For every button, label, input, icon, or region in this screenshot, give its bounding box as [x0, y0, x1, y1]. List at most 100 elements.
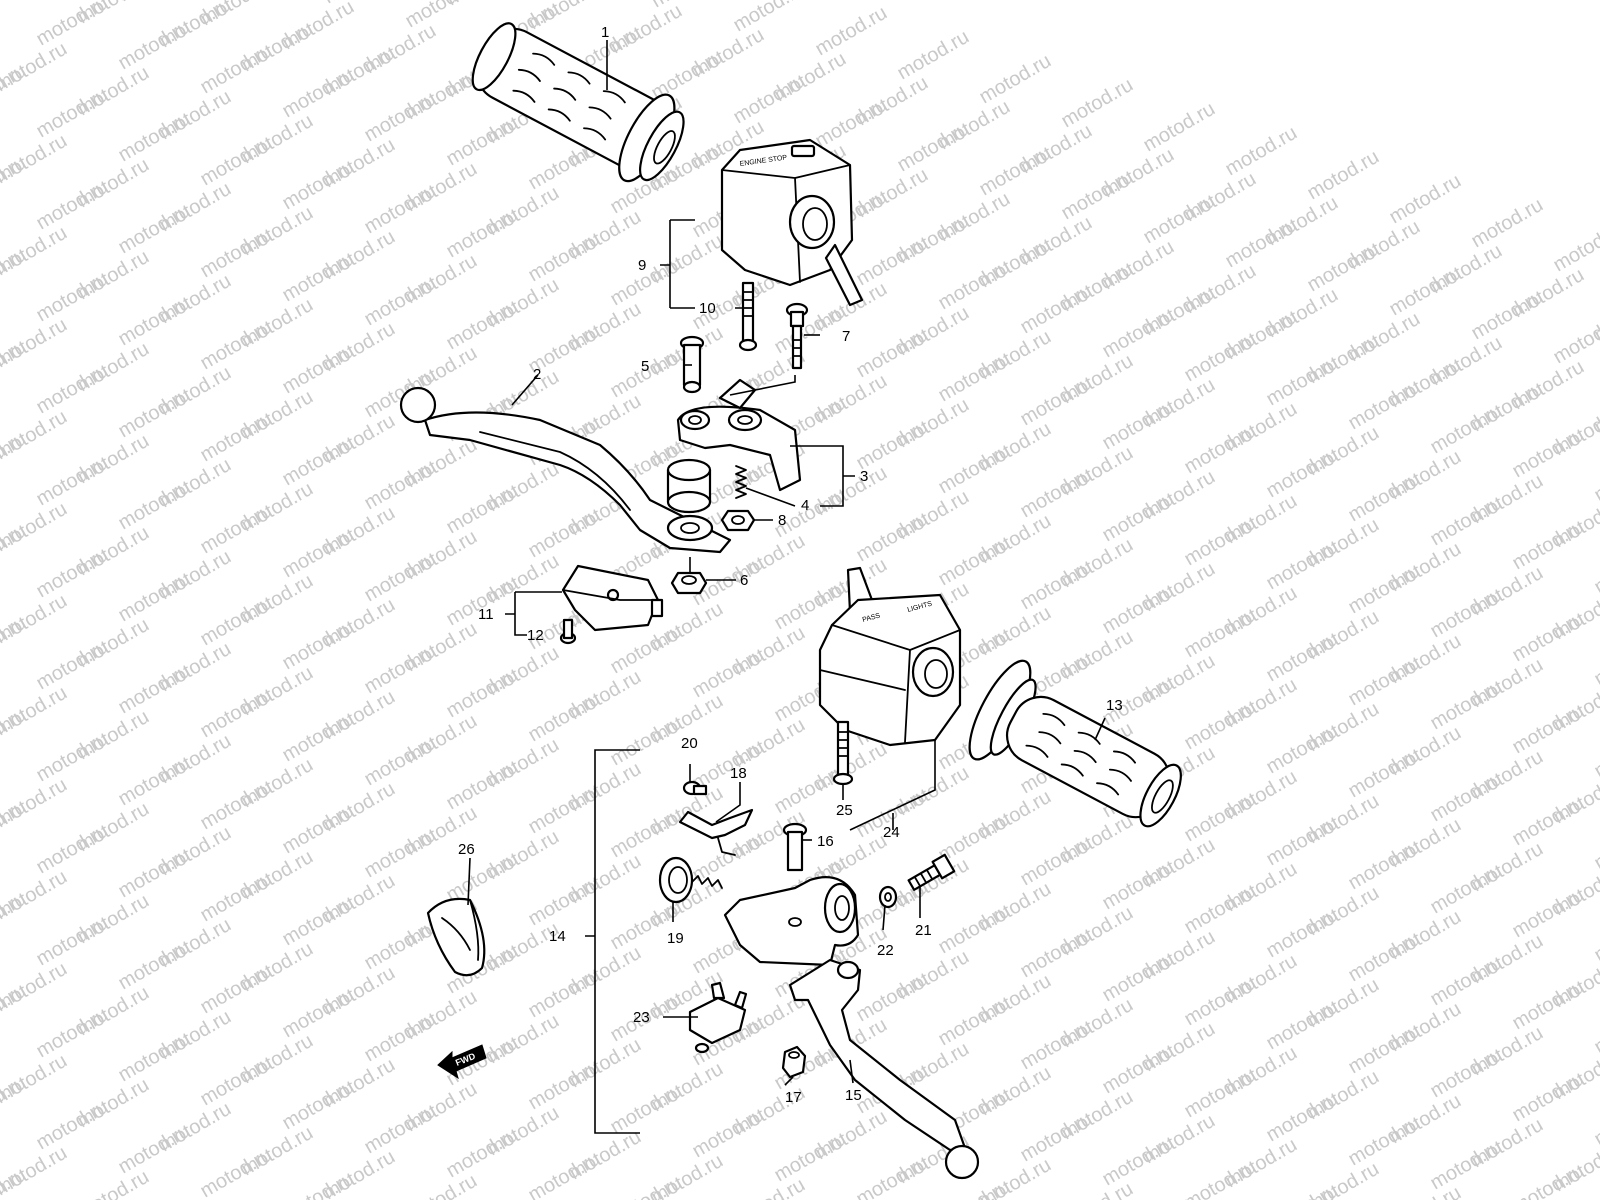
watermark-text: motod.ru: [1222, 214, 1301, 273]
watermark-text: motod.ru: [1509, 976, 1588, 1035]
watermark-text: motod.ru: [443, 204, 522, 263]
watermark-text: motod.ru: [115, 844, 194, 903]
watermark-text: motod.ru: [525, 964, 604, 1023]
part-7-screw: [785, 302, 809, 370]
watermark-text: motod.ru: [1345, 376, 1424, 435]
watermark-text: motod.ru: [935, 256, 1014, 315]
callout-22: 22: [877, 942, 894, 959]
watermark-text: motod.ru: [361, 272, 440, 331]
watermark-text: motod.ru: [361, 732, 440, 791]
watermark-text: motod.ru: [115, 384, 194, 443]
watermark-text: motod.ru: [1509, 792, 1588, 851]
watermark-text: motod.ru: [361, 548, 440, 607]
watermark-text: motod.ru: [1386, 1182, 1465, 1200]
callout-6: 6: [740, 572, 748, 589]
watermark-text: motod.ru: [853, 1152, 932, 1200]
callout-12: 12: [527, 627, 544, 644]
watermark-text: motod.ru: [1181, 972, 1260, 1031]
watermark-text: motod.ru: [0, 0, 71, 4]
watermark-text: motod.ru: [1017, 464, 1096, 523]
watermark-text: motod.ru: [1304, 238, 1383, 297]
watermark-text: motod.ru: [1591, 632, 1600, 691]
watermark-text: motod.ru: [1509, 700, 1588, 759]
watermark-text: motod.ru: [1181, 420, 1260, 479]
part-1-throttle-grip: [471, 22, 685, 183]
watermark-text: motod.ru: [1386, 262, 1465, 321]
part-15-brake-lever: [788, 958, 980, 1180]
watermark-text: motod.ru: [525, 780, 604, 839]
watermark-text: motod.ru: [1099, 1040, 1178, 1099]
watermark-text: motod.ru: [33, 544, 112, 603]
watermark-text: motod.ru: [443, 756, 522, 815]
watermark-text: motod.ru: [1181, 1064, 1260, 1123]
callout-15: 15: [845, 1087, 862, 1104]
watermark-text: motod.ru: [1181, 880, 1260, 939]
watermark-text: motod.ru: [1591, 540, 1600, 599]
pass-marking: PASS: [862, 612, 882, 624]
watermark-text: motod.ru: [443, 296, 522, 355]
watermark-text: motod.ru: [525, 872, 604, 931]
watermark-text: motod.ru: [33, 1004, 112, 1063]
watermark-text: motod.ru: [1181, 696, 1260, 755]
watermark-text: motod.ru: [1345, 836, 1424, 895]
watermark-text: motod.ru: [1427, 1136, 1506, 1195]
part-2-clutch-lever: [399, 386, 732, 554]
watermark-text: motod.ru: [279, 984, 358, 1043]
watermark-text: motod.ru: [361, 1100, 440, 1159]
callout-1: 1: [601, 24, 609, 41]
watermark-text: motod.ru: [197, 960, 276, 1019]
watermark-text: motod.ru: [935, 532, 1014, 591]
watermark-text: motod.ru: [1345, 468, 1424, 527]
watermark-text: motod.ru: [115, 200, 194, 259]
watermark-text: motod.ru: [279, 708, 358, 767]
watermark-text: motod.ru: [1181, 1156, 1260, 1200]
watermark-text: motod.ru: [197, 40, 276, 99]
watermark-text: motod.ru: [1058, 1178, 1137, 1200]
watermark-text: motod.ru: [935, 992, 1014, 1051]
watermark-text: motod.ru: [1263, 720, 1342, 779]
callout-7: 7: [842, 328, 850, 345]
watermark-text: motod.ru: [1591, 908, 1600, 967]
watermark-text: motod.ru: [197, 776, 276, 835]
callout-16: 16: [817, 833, 834, 850]
part-19-adjuster: [658, 856, 723, 904]
watermark-text: motod.ru: [33, 1096, 112, 1155]
watermark-text: motod.ru: [607, 1080, 686, 1139]
watermark-text: motod.ru: [443, 480, 522, 539]
watermark-text: motod.ru: [894, 118, 973, 177]
watermark-text: motod.ru: [402, 0, 481, 32]
watermark-text: motod.ru: [1345, 560, 1424, 619]
watermark-text: motod.ru: [935, 440, 1014, 499]
callout-4: 4: [801, 497, 809, 514]
watermark-text: motod.ru: [115, 1120, 194, 1179]
watermark-text: motod.ru: [935, 900, 1014, 959]
part-6-nut: [670, 571, 708, 595]
callout-23: 23: [633, 1009, 650, 1026]
watermark-text: motod.ru: [771, 1128, 850, 1187]
watermark-text: motod.ru: [1427, 400, 1506, 459]
callout-10: 10: [699, 300, 716, 317]
watermark-text: motod.ru: [1181, 604, 1260, 663]
watermark-text: motod.ru: [1591, 1000, 1600, 1059]
callout-14: 14: [549, 928, 566, 945]
watermark-text: motod.ru: [607, 804, 686, 863]
part-8-nut: [720, 509, 756, 532]
watermark-text: motod.ru: [525, 1056, 604, 1115]
watermark-text: motod.ru: [1099, 1132, 1178, 1191]
watermark-text: motod.ru: [1017, 1108, 1096, 1167]
watermark-text: motod.ru: [1181, 788, 1260, 847]
watermark-text: motod.ru: [1017, 924, 1096, 983]
watermark-text: motod.ru: [115, 108, 194, 167]
watermark-text: motod.ru: [361, 456, 440, 515]
watermark-text: motod.ru: [197, 868, 276, 927]
watermark-text: motod.ru: [1263, 444, 1342, 503]
watermark-text: motod.ru: [74, 1166, 153, 1200]
watermark-text: motod.ru: [197, 224, 276, 283]
watermark-text: motod.ru: [1591, 448, 1600, 507]
watermark-text: motod.ru: [1509, 608, 1588, 667]
adjuster-knob: [666, 458, 714, 542]
watermark-text: motod.ru: [33, 268, 112, 327]
watermark-text: motod.ru: [1099, 304, 1178, 363]
watermark-text: motod.ru: [33, 452, 112, 511]
